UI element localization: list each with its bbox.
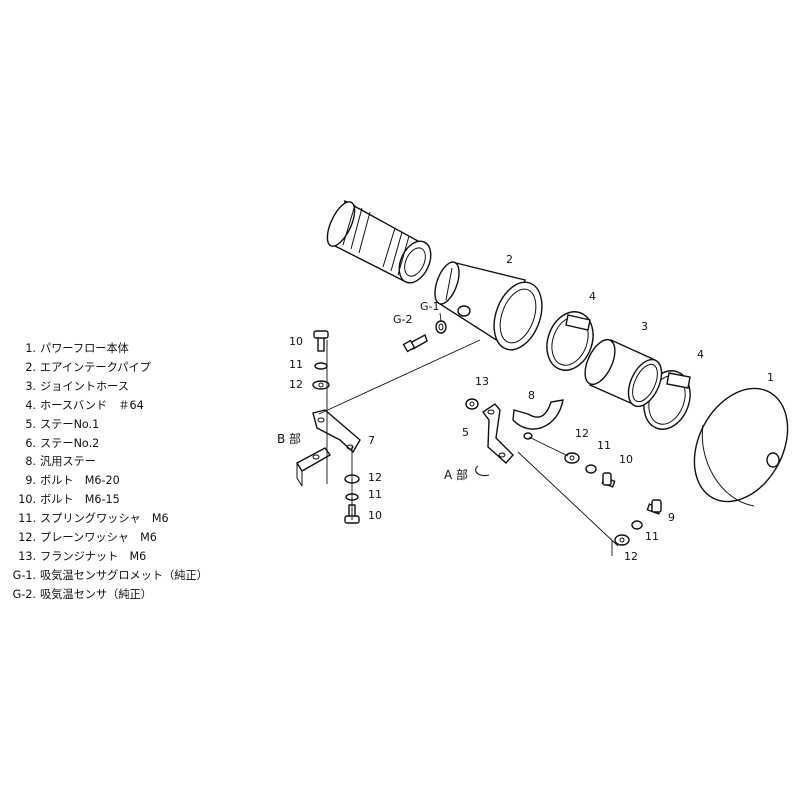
legend-row: 11.スプリングワッシャ M6 <box>18 512 169 526</box>
section-b-detail <box>296 447 332 487</box>
callout-12-a-lower: 12 <box>624 550 638 563</box>
callout-7: 7 <box>368 434 375 447</box>
callout-4-lower: 4 <box>697 348 704 361</box>
section-b-hardware <box>312 330 361 524</box>
legend-row: 6.ステーNo.2 <box>25 436 100 450</box>
callout-12-a-upper: 12 <box>575 427 589 440</box>
hose-band-1 <box>546 311 594 371</box>
legend-row: G-2.吸気温センサ（純正） <box>12 587 152 601</box>
callout-11-b-lower: 11 <box>368 488 382 501</box>
legend-row: 9.ボルト M6-20 <box>25 474 120 488</box>
legend-row: 2.エアインテークパイプ <box>25 360 151 374</box>
section-a-hardware <box>465 398 662 546</box>
callout-g2: G-2 <box>393 313 413 326</box>
sensor-grommet <box>435 320 447 334</box>
legend-row: G-1.吸気温センサグロメット（純正） <box>12 568 208 582</box>
air-intake-pipe <box>434 261 543 352</box>
callout-8: 8 <box>528 389 535 402</box>
callout-g1: G-1 <box>420 300 440 313</box>
callout-10-b-lower: 10 <box>368 509 382 522</box>
joint-hose <box>584 338 663 408</box>
callout-13: 13 <box>475 375 489 388</box>
legend-row: 12.プレーンワッシャ M6 <box>18 531 157 545</box>
callout-11-a-lower: 11 <box>645 530 659 543</box>
callout-5: 5 <box>462 426 469 439</box>
leader-lines <box>318 312 619 556</box>
callout-11-a-upper: 11 <box>597 439 611 452</box>
callout-1: 1 <box>767 371 774 384</box>
callout-10-b-upper: 10 <box>289 335 303 348</box>
legend-row: 5.ステーNo.1 <box>25 417 100 431</box>
intake-temp-sensor <box>402 333 428 353</box>
legend-row: 1.パワーフロー本体 <box>25 342 129 355</box>
callout-12-b-upper: 12 <box>289 378 303 391</box>
legend-row: 10.ボルト M6-15 <box>18 493 120 507</box>
section-a-label: A 部 <box>444 467 468 482</box>
legend-row: 3.ジョイントホース <box>25 379 129 393</box>
section-b-label: B 部 <box>277 431 301 446</box>
callout-2: 2 <box>506 253 513 266</box>
legend-row: 4.ホースバンド ＃64 <box>25 398 144 412</box>
callout-4-upper: 4 <box>589 290 596 303</box>
legend-row: 8.汎用ステー <box>25 455 96 469</box>
callout-10-a: 10 <box>619 453 633 466</box>
callout-9: 9 <box>668 511 675 524</box>
callout-11-b-upper: 11 <box>289 358 303 371</box>
callout-3: 3 <box>641 320 648 333</box>
legend-row: 13.フランジナット M6 <box>18 549 147 563</box>
callout-12-b-lower: 12 <box>368 471 382 484</box>
power-flow-filter-body <box>693 387 789 507</box>
intake-pipe-coupler <box>326 199 432 284</box>
parts-legend: 1.パワーフロー本体 2.エアインテークパイプ 3.ジョイントホース 4.ホース… <box>8 340 208 605</box>
